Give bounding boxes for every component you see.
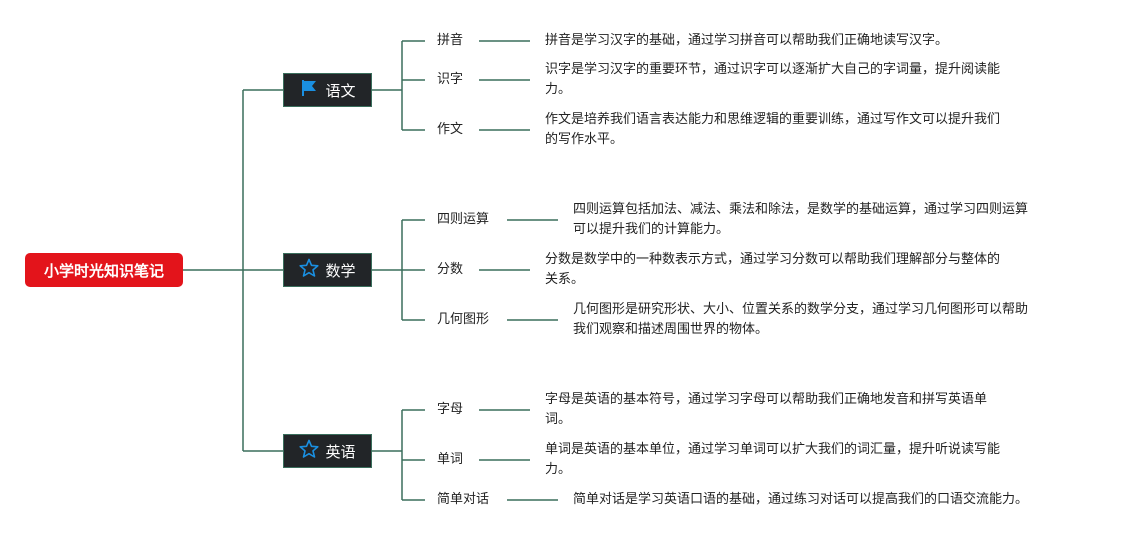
leaf-description: 识字是学习汉字的重要环节，通过识字可以逐渐扩大自己的字词量，提升阅读能力。 [545, 60, 1000, 100]
leaf-description: 单词是英语的基本单位，通过学习单词可以扩大我们的词汇量，提升听说读写能力。 [545, 440, 1000, 480]
leaf-description: 四则运算包括加法、减法、乘法和除法，是数学的基础运算，通过学习四则运算可以提升我… [573, 200, 1028, 240]
description-line: 关系。 [545, 272, 585, 287]
star-icon [299, 439, 320, 463]
leaf-description: 几何图形是研究形状、大小、位置关系的数学分支，通过学习几何图形可以帮助我们观察和… [573, 300, 1028, 340]
leaf-label[interactable]: 作文 [437, 122, 464, 137]
flag-icon [299, 78, 319, 102]
leaf-label[interactable]: 单词 [437, 452, 464, 467]
description-line: 作文是培养我们语言表达能力和思维逻辑的重要训练，通过写作文可以提升我们 [545, 112, 1001, 127]
leaf-label[interactable]: 几何图形 [437, 312, 490, 327]
description-line: 字母是英语的基本符号，通过学习字母可以帮助我们正确地发音和拼写英语单 [545, 392, 988, 407]
description-line: 力。 [545, 462, 572, 477]
description-line: 几何图形是研究形状、大小、位置关系的数学分支，通过学习几何图形可以帮助 [573, 302, 1029, 317]
branch-label: 语文 [325, 81, 356, 100]
description-line: 简单对话是学习英语口语的基础，通过练习对话可以提高我们的口语交流能力。 [573, 492, 1029, 507]
description-line: 力。 [545, 82, 572, 97]
branch-label: 英语 [325, 442, 356, 461]
root-node[interactable]: 小学时光知识笔记 [25, 253, 183, 287]
branch-node[interactable]: 语文 [283, 73, 372, 107]
leaf-label[interactable]: 分数 [437, 262, 464, 277]
description-line: 拼音是学习汉字的基础，通过学习拼音可以帮助我们正确地读写汉字。 [545, 33, 949, 48]
description-line: 可以提升我们的计算能力。 [573, 222, 730, 237]
leaf-description: 拼音是学习汉字的基础，通过学习拼音可以帮助我们正确地读写汉字。 [545, 31, 948, 51]
leaf-description: 作文是培养我们语言表达能力和思维逻辑的重要训练，通过写作文可以提升我们的写作水平… [545, 110, 1000, 150]
branch-label: 数学 [325, 261, 356, 280]
leaf-label[interactable]: 字母 [437, 402, 464, 417]
description-line: 的写作水平。 [545, 132, 624, 147]
branch-node[interactable]: 数学 [283, 253, 372, 287]
description-line: 识字是学习汉字的重要环节，通过识字可以逐渐扩大自己的字词量，提升阅读能 [545, 62, 1001, 77]
description-line: 我们观察和描述周围世界的物体。 [573, 322, 769, 337]
leaf-label[interactable]: 四则运算 [437, 212, 490, 227]
leaf-description: 简单对话是学习英语口语的基础，通过练习对话可以提高我们的口语交流能力。 [573, 490, 1028, 510]
description-line: 单词是英语的基本单位，通过学习单词可以扩大我们的词汇量，提升听说读写能 [545, 442, 1001, 457]
description-line: 四则运算包括加法、减法、乘法和除法，是数学的基础运算，通过学习四则运算 [573, 202, 1029, 217]
leaf-description: 字母是英语的基本符号，通过学习字母可以帮助我们正确地发音和拼写英语单词。 [545, 390, 987, 430]
leaf-description: 分数是数学中的一种数表示方式，通过学习分数可以帮助我们理解部分与整体的关系。 [545, 250, 1000, 290]
root-label: 小学时光知识笔记 [43, 261, 164, 280]
branch-node[interactable]: 英语 [283, 434, 372, 468]
description-line: 分数是数学中的一种数表示方式，通过学习分数可以帮助我们理解部分与整体的 [545, 252, 1001, 267]
leaf-label[interactable]: 简单对话 [437, 492, 490, 507]
star-icon [299, 258, 320, 282]
leaf-label[interactable]: 拼音 [437, 33, 464, 48]
description-line: 词。 [545, 412, 572, 427]
leaf-label[interactable]: 识字 [437, 72, 464, 87]
